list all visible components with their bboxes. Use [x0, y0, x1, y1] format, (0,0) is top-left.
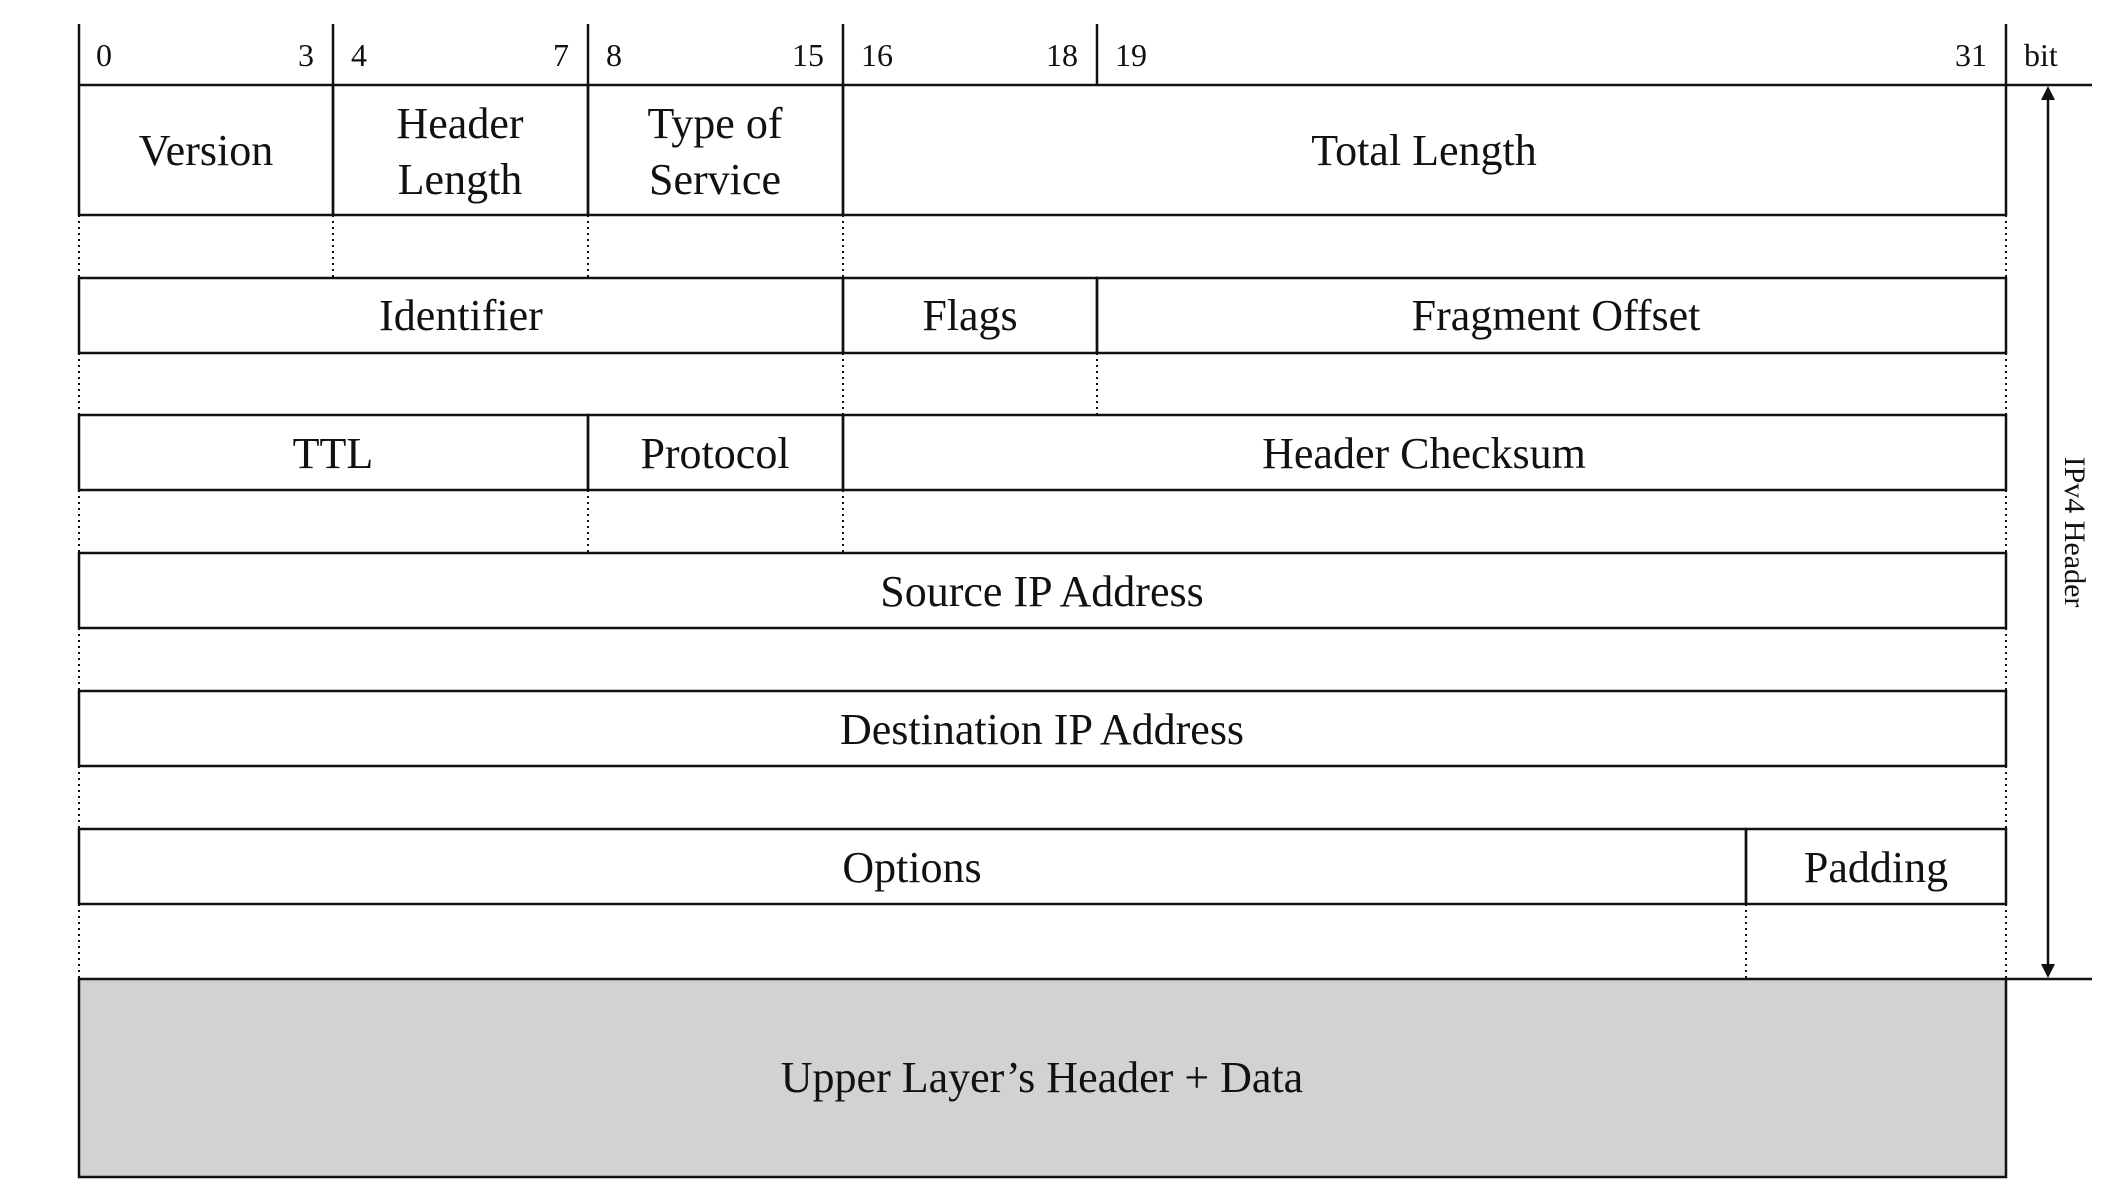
header-length-label-line-1: Header [396, 99, 523, 148]
fragment-offset-label: Fragment Offset [1412, 291, 1701, 340]
bit-label-8: 8 [606, 37, 622, 73]
bit-label-0: 0 [96, 37, 112, 73]
spacer-row-5 [78, 766, 2007, 829]
spacer-row-2 [78, 353, 2007, 415]
bit-label-31: 31 [1955, 37, 1987, 73]
identifier-label: Identifier [379, 291, 543, 340]
bit-label-3: 3 [298, 37, 314, 73]
destination-ip-address-field [77, 689, 2008, 768]
destination-ip-address-label: Destination IP Address [840, 705, 1244, 754]
protocol-label: Protocol [640, 429, 789, 478]
span-arrow-up-head [2041, 86, 2055, 100]
span-arrow-down-head [2041, 964, 2055, 978]
header-row-6: Options Padding [77, 827, 2008, 906]
bit-label-16: 16 [861, 37, 893, 73]
bit-label-19: 19 [1115, 37, 1147, 73]
bit-unit-label: bit [2024, 37, 2058, 73]
flags-label: Flags [922, 291, 1017, 340]
total-length-label: Total Length [1311, 126, 1536, 175]
payload-box [77, 977, 2008, 1179]
bit-label-15: 15 [792, 37, 824, 73]
options-label: Options [842, 843, 981, 892]
header-row-2: Identifier Flags Fragment Offset [77, 276, 2008, 355]
source-ip-address-label: Source IP Address [880, 567, 1203, 616]
bit-label-18: 18 [1046, 37, 1078, 73]
payload-block: Upper Layer’s Header + Data [77, 977, 2008, 1179]
spacer-row-4 [78, 628, 2007, 691]
spacer-row-1 [78, 215, 2007, 278]
header-checksum-field [841, 413, 2008, 492]
spacer-row-6 [78, 904, 2007, 979]
version-label: Version [139, 126, 273, 175]
type-of-service-label-line-1: Type of [648, 99, 783, 148]
padding-field [1744, 827, 2008, 906]
header-row-1: Version Header Length Type of Service To… [77, 83, 2008, 217]
bit-label-7: 7 [553, 37, 569, 73]
header-span-indicator: IPv4 Header [2006, 83, 2092, 981]
header-row-4: Source IP Address [77, 551, 2008, 630]
bit-ruler: 0 3 4 7 8 15 16 18 19 31 bit [77, 24, 2058, 85]
payload-label: Upper Layer’s Header + Data [781, 1053, 1303, 1102]
padding-label: Padding [1804, 843, 1948, 892]
total-length-field [841, 83, 2008, 217]
fragment-offset-field [1095, 276, 2008, 355]
header-checksum-label: Header Checksum [1262, 429, 1586, 478]
bit-label-4: 4 [351, 37, 367, 73]
header-row-5: Destination IP Address [77, 689, 2008, 768]
ttl-label: TTL [293, 429, 374, 478]
spacer-row-3 [78, 490, 2007, 553]
header-length-label-line-2: Length [398, 155, 523, 204]
header-row-3: TTL Protocol Header Checksum [77, 413, 2008, 492]
type-of-service-label-line-2: Service [649, 155, 781, 204]
ipv4-header-span-label: IPv4 Header [2058, 457, 2091, 608]
source-ip-address-field [77, 551, 2008, 630]
